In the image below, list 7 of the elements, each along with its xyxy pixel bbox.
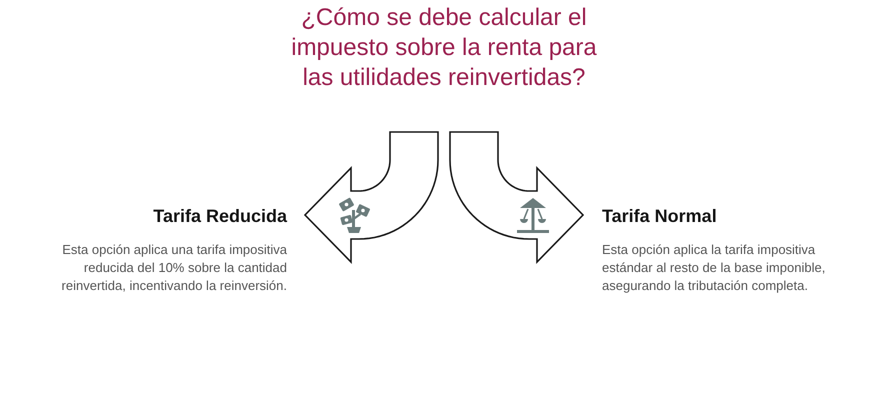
curved-arrow: [449, 131, 584, 264]
option-heading: Tarifa Reducida: [153, 205, 287, 228]
option-description: Esta opción aplica una tarifa impositiva reducida del 10% sobre la cantidad reinvertida, incentivando la reinversión.: [60, 241, 287, 295]
curved-arrow: [304, 131, 439, 264]
option-description: Esta opción aplica la tarifa impositiva estándar al resto de la base imponible, asegurando la tributación completa.: [602, 241, 826, 295]
title: ¿Cómo se debe calcular el impuesto sobre la renta para las utilidades reinvertidas?: [290, 3, 598, 93]
option-heading: Tarifa Normal: [602, 205, 717, 228]
